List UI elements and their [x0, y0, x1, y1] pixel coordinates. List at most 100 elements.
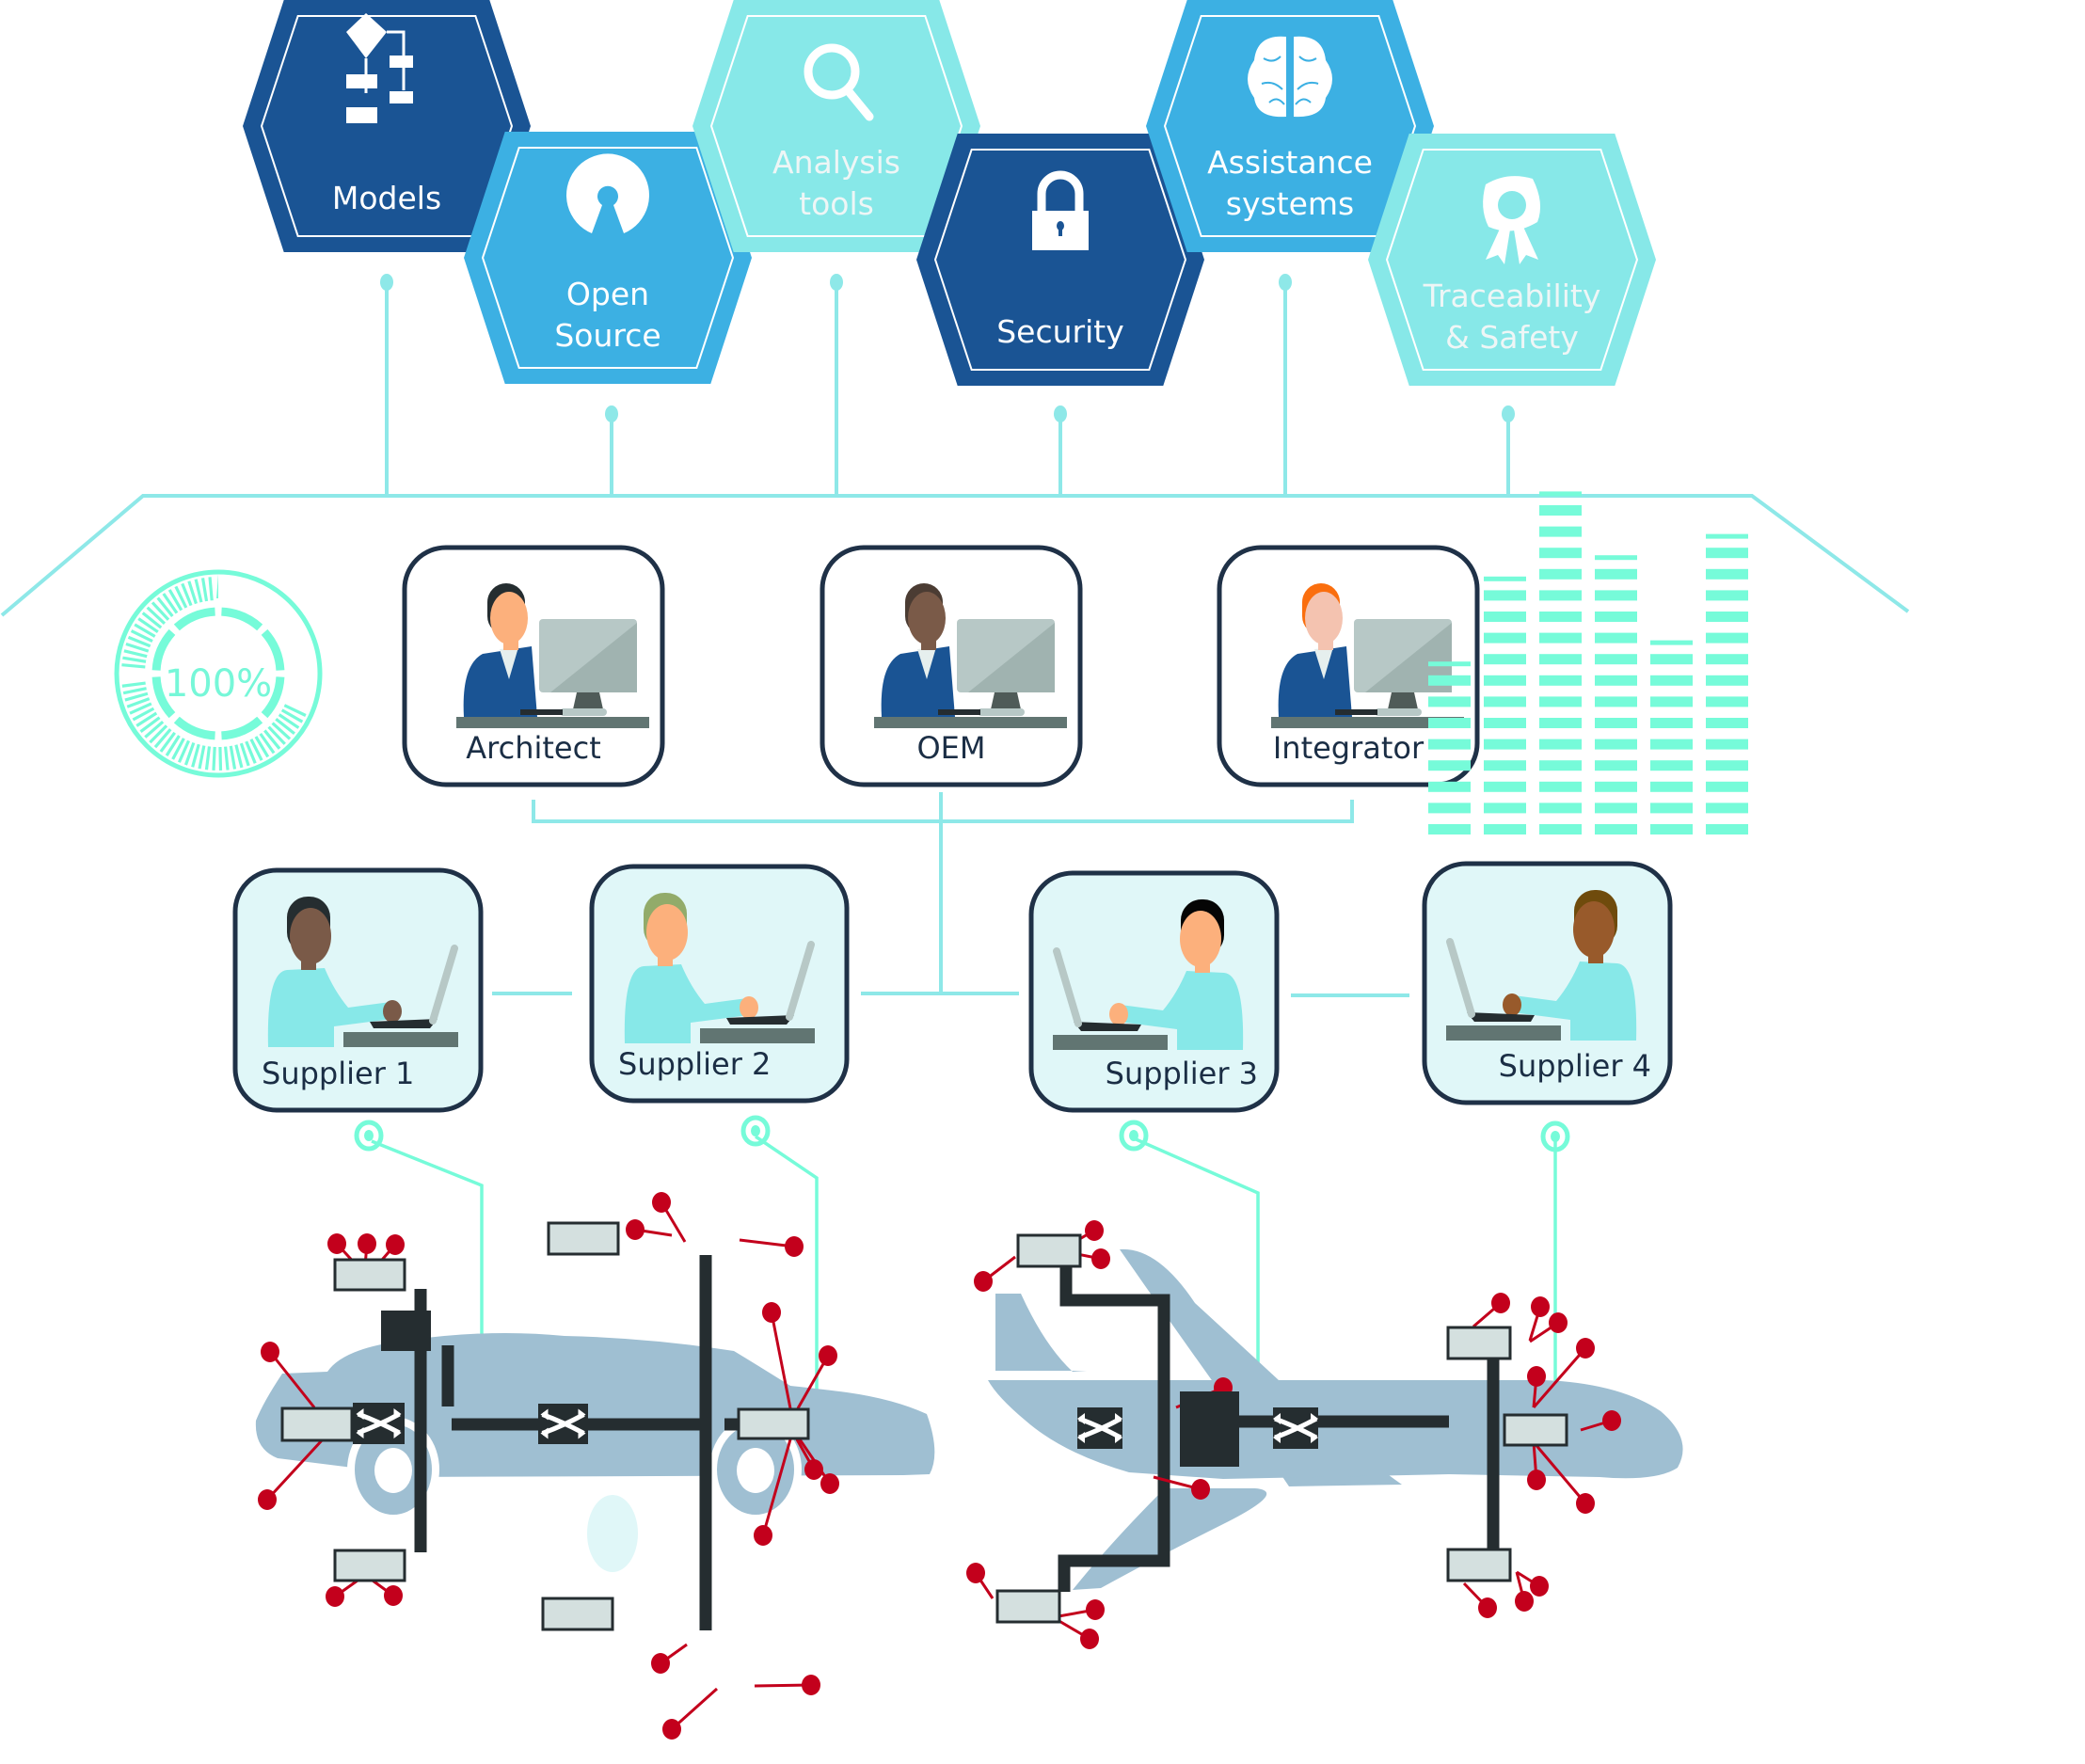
equalizer-column — [1706, 533, 1748, 834]
sensor-node — [326, 1586, 344, 1607]
gauge-label: 100% — [165, 662, 272, 706]
gauge-tick — [146, 606, 167, 625]
sensor-wire — [761, 1438, 792, 1536]
flow-box — [346, 74, 377, 88]
gauge-segment — [173, 607, 215, 631]
equalizer-segment — [1539, 824, 1582, 834]
person-figure — [1446, 890, 1637, 1041]
equalizer-segment — [1539, 548, 1582, 559]
person-body — [267, 968, 392, 1047]
equalizer-segment — [1428, 760, 1471, 771]
award-ribbon-icon — [1483, 176, 1541, 264]
person-collar — [1314, 647, 1333, 679]
airplane-wing-top — [1120, 1248, 1402, 1486]
desk — [700, 1028, 815, 1043]
equalizer-segment — [1650, 760, 1693, 771]
laptop-screen — [1053, 947, 1082, 1027]
desk — [1446, 1025, 1561, 1041]
gauge-tick — [212, 746, 216, 771]
supplier-card-label: Supplier 3 — [1106, 1056, 1258, 1091]
equalizer-segment — [1484, 632, 1526, 644]
equalizer-segment — [1539, 505, 1582, 516]
equalizer-segment — [1595, 654, 1637, 665]
gauge-tick — [263, 729, 281, 750]
gauge-tick — [123, 649, 148, 659]
laptop-screen — [786, 941, 815, 1021]
brain-right — [1294, 36, 1332, 118]
supplier-card-supplier-4[interactable]: Supplier 4 — [1422, 861, 1673, 1105]
gauge-tick — [200, 578, 209, 602]
switch-arrowhead — [1077, 1432, 1085, 1443]
person-face — [646, 904, 688, 961]
ecu-box — [547, 1221, 620, 1256]
equalizer-segment — [1706, 718, 1748, 728]
sensor-node — [819, 1345, 837, 1366]
supplier-vehicle-leads — [371, 1135, 1557, 1444]
monitor-shade — [1365, 623, 1452, 692]
equalizer-segment — [1539, 739, 1582, 750]
person-collar — [500, 647, 518, 679]
equalizer-segment — [1484, 781, 1526, 792]
role-card-label: Integrator — [1273, 730, 1424, 766]
gauge-tick — [121, 681, 146, 688]
person-body — [624, 964, 749, 1043]
gauge-tick — [280, 708, 304, 723]
supplier-card-supplier-1[interactable]: Supplier 1 — [232, 867, 484, 1113]
equalizer-segment — [1650, 739, 1693, 750]
target-ring-icon — [1540, 1120, 1570, 1152]
equalizer-segment — [1706, 824, 1748, 834]
switch-arrowhead — [1115, 1432, 1122, 1443]
handle — [843, 86, 874, 121]
capability-hexagons: ModelsOpenSourceAnalysistoolsSecurityAss… — [243, 0, 1656, 386]
supplier-card-supplier-2[interactable]: Supplier 2 — [589, 864, 850, 1104]
equalizer-segment — [1595, 781, 1637, 792]
sensor-node — [1491, 1293, 1510, 1313]
person-face — [490, 592, 528, 644]
switch-arrowhead — [393, 1427, 402, 1438]
gateway-box — [1180, 1391, 1239, 1467]
supplier-card-supplier-3[interactable]: Supplier 3 — [1028, 870, 1280, 1113]
equalizer-segment — [1595, 568, 1637, 580]
desk — [1053, 1035, 1168, 1050]
equalizer-segment — [1595, 803, 1637, 814]
equalizer-segment — [1706, 654, 1748, 665]
person-hand — [740, 996, 758, 1019]
flow-box — [390, 56, 413, 68]
equalizer-segment — [1650, 781, 1693, 792]
equalizer-segment — [1706, 675, 1748, 686]
person-neck — [503, 637, 518, 650]
desk — [343, 1032, 458, 1047]
ecu-box — [1503, 1413, 1568, 1447]
sensor-wire — [265, 1438, 325, 1502]
person-neck — [921, 637, 936, 650]
role-card-architect[interactable]: Architect — [402, 545, 665, 787]
equalizer-segment — [1706, 612, 1748, 622]
sensor-wire — [754, 1683, 812, 1688]
equalizer-segment — [1539, 590, 1582, 601]
sensor-node — [662, 1719, 681, 1740]
frame-stem-dots — [380, 274, 1515, 422]
equalizer-segment — [1539, 491, 1582, 497]
gauge-tick — [275, 717, 295, 735]
equalizer-segment — [1539, 696, 1582, 707]
sensor-node — [1091, 1248, 1110, 1269]
gauge-tick — [122, 687, 147, 695]
target-ring-icon — [354, 1120, 384, 1152]
gauge-tick — [144, 720, 165, 739]
gauge-tick — [224, 746, 230, 771]
hexagon-traceability-safety: Traceability& Safety — [1368, 134, 1656, 386]
gauge-segment — [151, 676, 176, 719]
equalizer-segment — [1428, 781, 1471, 792]
sensor-node — [966, 1563, 985, 1583]
person-face — [1305, 592, 1343, 644]
open-source-shape — [566, 153, 649, 233]
equalizer-segment — [1595, 739, 1637, 750]
hexagon-label: Open — [566, 276, 649, 312]
equalizer-segment — [1539, 612, 1582, 622]
equalizer-segment — [1539, 526, 1582, 537]
role-card-integrator[interactable]: Integrator — [1217, 545, 1480, 787]
role-card-oem[interactable]: OEM — [820, 545, 1083, 787]
person-face — [1573, 901, 1615, 958]
hexagon-shape — [243, 0, 531, 252]
switch-arrowhead — [356, 1408, 364, 1420]
